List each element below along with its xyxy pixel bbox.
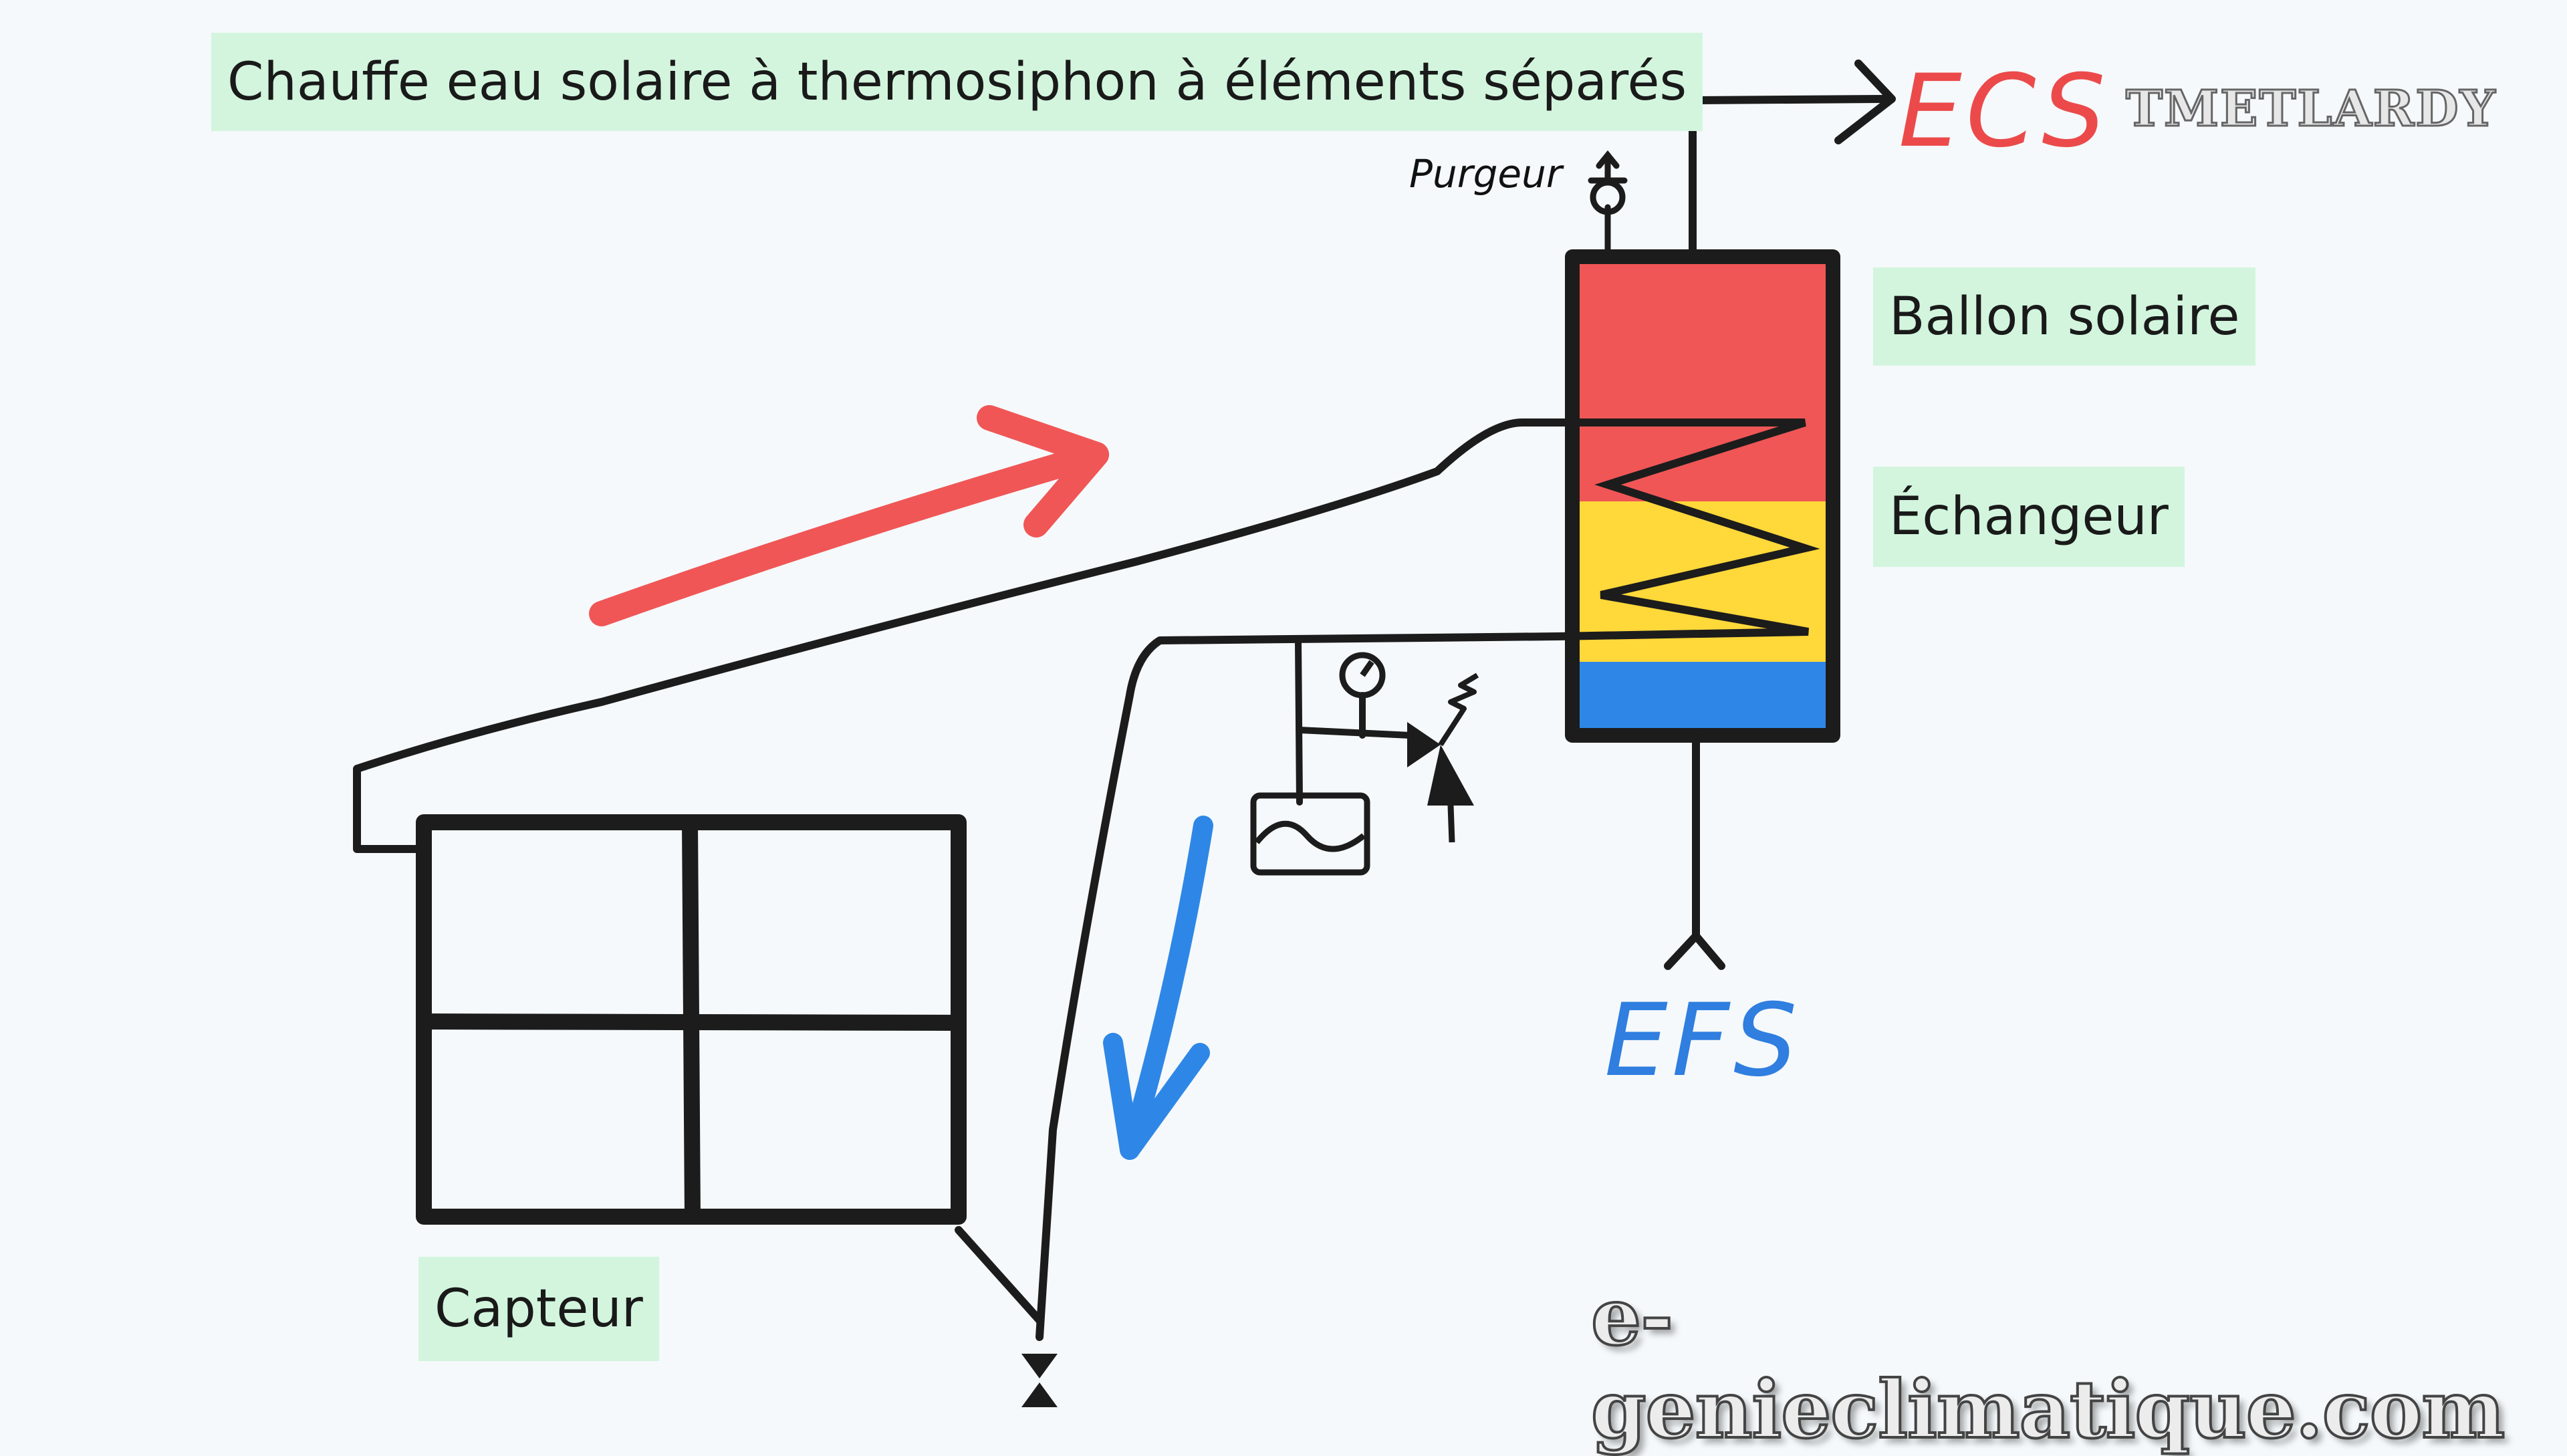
solar-tank	[1565, 249, 1840, 743]
collector-drain-pipe	[955, 1226, 1044, 1324]
safety-valve-icon	[1407, 673, 1479, 843]
label-ecs: ECS	[1899, 53, 2110, 170]
brand-watermark-top: TMETLARDY	[2124, 80, 2497, 139]
cold-return-pipe	[1035, 632, 1562, 1341]
label-purgeur: Purgeur	[1409, 151, 1562, 197]
pressure-gauge-icon	[1339, 652, 1386, 699]
purgeur-icon	[1588, 150, 1628, 260]
brand-watermark-bottom: e-genieclimatique.com	[1590, 1269, 2506, 1456]
safety-group	[1295, 637, 1414, 806]
solar-collector	[416, 814, 967, 1225]
hot-pipe	[353, 418, 1582, 853]
diagram-title: Chauffe eau solaire à thermosiphon à élé…	[211, 33, 1703, 131]
heat-exchanger-coil	[1557, 418, 1820, 640]
label-efs: EFS	[1604, 983, 1802, 1099]
label-echangeur: Échangeur	[1873, 467, 2185, 567]
cold-flow-arrow-icon	[1103, 816, 1213, 1160]
efs-inlet-pipe	[1664, 731, 1725, 970]
ecs-arrow-icon	[1834, 59, 1896, 144]
hot-flow-arrow-icon	[589, 405, 1109, 626]
label-ballon-solaire: Ballon solaire	[1873, 267, 2256, 366]
drain-valve-icon	[1021, 1354, 1058, 1407]
expansion-vessel-icon	[1250, 792, 1370, 876]
label-capteur: Capteur	[418, 1257, 659, 1361]
